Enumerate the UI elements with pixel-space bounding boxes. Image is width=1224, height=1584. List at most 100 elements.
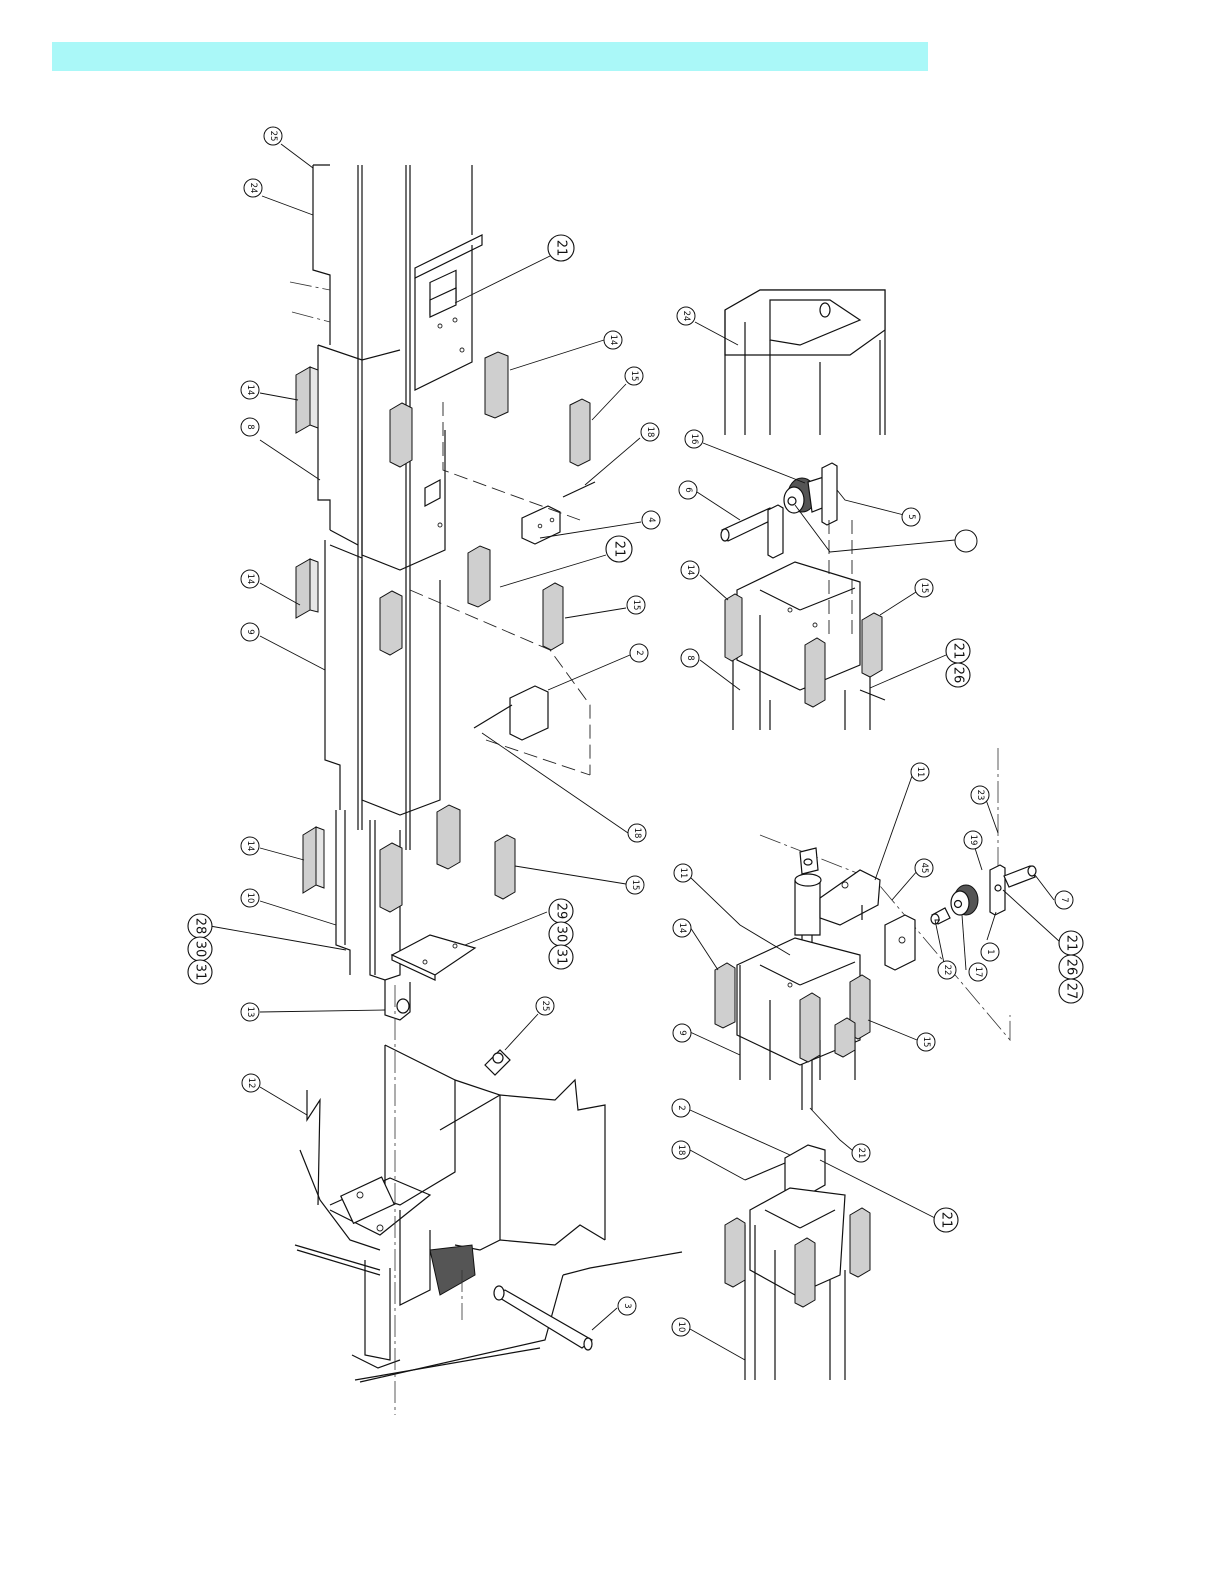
svg-text:14: 14 [245,385,255,396]
leader-lines [210,144,1060,1360]
svg-text:26: 26 [951,667,966,684]
svg-text:18: 18 [676,1145,686,1156]
callout-15: 15 [915,579,933,597]
callout-26: 26 [1059,955,1083,979]
svg-text:9: 9 [245,629,255,634]
callout-14: 14 [241,381,259,399]
svg-text:27: 27 [1064,983,1079,1000]
callout-23: 23 [971,786,989,804]
callout-25: 25 [264,127,282,145]
svg-text:31: 31 [193,964,208,981]
svg-text:26: 26 [1064,959,1079,976]
top-detail-assembly [721,290,885,730]
svg-text:25: 25 [268,131,278,142]
svg-text:21: 21 [1064,935,1079,952]
svg-text:15: 15 [919,583,929,594]
svg-text:18: 18 [645,427,655,438]
callout-30: 30 [549,922,573,946]
svg-text:23: 23 [975,790,985,801]
callout-18: 18 [641,423,659,441]
svg-text:15: 15 [630,880,640,891]
detail-reference-circle [955,530,977,552]
callout-22: 22 [938,961,956,979]
svg-text:8: 8 [685,655,695,660]
callout-7: 7 [1055,891,1073,909]
svg-text:21: 21 [612,541,627,558]
svg-text:22: 22 [942,965,952,976]
callout-2: 2 [630,644,648,662]
svg-text:4: 4 [646,517,656,522]
svg-text:15: 15 [921,1037,931,1048]
svg-text:17: 17 [973,967,983,978]
svg-text:5: 5 [906,514,916,519]
callout-14: 14 [681,561,699,579]
callout-14: 14 [604,331,622,349]
svg-text:31: 31 [554,949,569,966]
svg-text:18: 18 [632,828,642,839]
svg-text:14: 14 [608,335,618,346]
callout-11: 11 [674,864,692,882]
svg-text:10: 10 [676,1322,686,1333]
callout-14: 14 [241,837,259,855]
callout-8: 8 [241,418,259,436]
callout-5: 5 [902,508,920,526]
callout-15: 15 [625,367,643,385]
svg-text:9: 9 [677,1030,687,1035]
svg-text:1: 1 [985,949,995,954]
callout-24: 24 [244,179,262,197]
callout-45: 45 [915,859,933,877]
callout-9: 9 [673,1024,691,1042]
svg-text:30: 30 [554,926,569,943]
svg-text:19: 19 [968,835,978,846]
svg-text:21: 21 [554,240,569,257]
svg-text:14: 14 [677,923,687,934]
callout-21: 21 [934,1208,958,1232]
svg-text:3: 3 [622,1303,632,1308]
callout-21: 21 [852,1144,870,1162]
svg-text:24: 24 [681,311,691,322]
callout-17: 17 [969,963,987,981]
svg-text:14: 14 [685,565,695,576]
callout-14: 14 [673,919,691,937]
callout-16: 16 [685,430,703,448]
callout-9: 9 [241,623,259,641]
bottom-detail-assembly [715,748,1036,1380]
callout-30: 30 [188,937,212,961]
svg-text:28: 28 [193,918,208,935]
callout-11: 11 [911,763,929,781]
svg-text:12: 12 [246,1078,256,1089]
callout-2: 2 [672,1099,690,1117]
svg-text:7: 7 [1059,897,1069,902]
callout-8: 8 [681,649,699,667]
callout-14: 14 [241,570,259,588]
svg-text:11: 11 [915,767,925,778]
svg-text:2: 2 [634,650,644,655]
svg-text:15: 15 [629,371,639,382]
svg-text:6: 6 [683,487,693,492]
callout-6: 6 [679,481,697,499]
callout-31: 31 [188,960,212,984]
callout-1: 1 [981,943,999,961]
svg-text:30: 30 [193,941,208,958]
svg-text:13: 13 [245,1007,255,1018]
svg-text:11: 11 [678,868,688,879]
callout-13: 13 [241,1003,259,1021]
svg-text:14: 14 [245,574,255,585]
svg-text:21: 21 [939,1212,954,1229]
callout-15: 15 [917,1033,935,1051]
svg-text:16: 16 [689,434,699,445]
callout-31: 31 [549,945,573,969]
svg-text:8: 8 [245,424,255,429]
svg-text:25: 25 [540,1001,550,1012]
callout-21: 21 [548,235,574,261]
callout-10: 10 [241,889,259,907]
svg-text:24: 24 [248,183,258,194]
callout-18: 18 [628,824,646,842]
callout-25: 25 [536,997,554,1015]
callout-10: 10 [672,1318,690,1336]
svg-text:21: 21 [951,643,966,660]
callout-bubbles: 25 24 21 14 14 15 8 18 4 14 21 15 9 2 18… [188,127,1083,1336]
svg-text:21: 21 [856,1148,866,1159]
callout-21: 21 [606,536,632,562]
